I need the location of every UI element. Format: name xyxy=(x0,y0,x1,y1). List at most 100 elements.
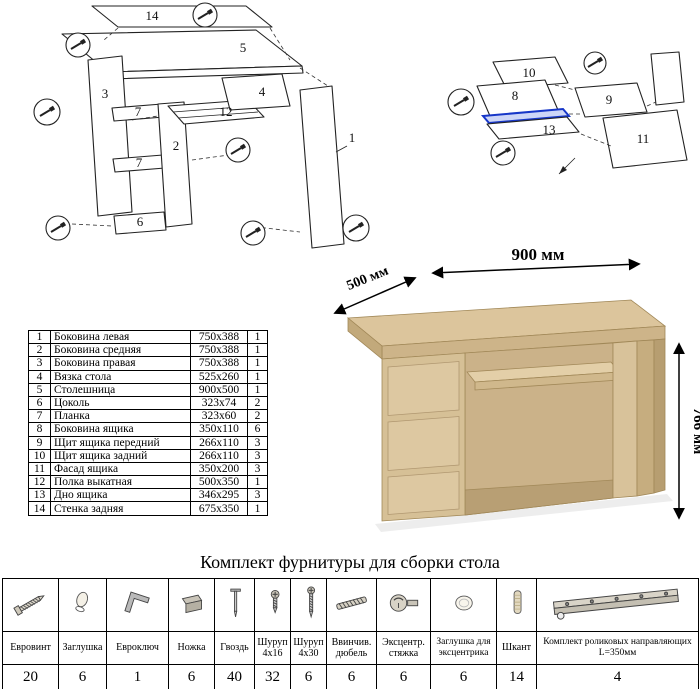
hardware-kit-title: Комплект фурнитуры для сборки стола xyxy=(200,552,500,572)
part-number-label: 6 xyxy=(137,214,144,229)
part-number: 9 xyxy=(28,435,51,450)
drawer-slide-icon xyxy=(536,578,699,632)
hw-item-qty: 6 xyxy=(290,664,327,689)
part-number: 12 xyxy=(28,475,51,490)
part-plinth xyxy=(113,211,167,235)
confirmat-screw-icon xyxy=(2,578,59,632)
desk-right-panel-inner xyxy=(612,340,638,499)
part-name: Стенка задняя xyxy=(50,501,191,516)
hw-item-qty: 1 xyxy=(106,664,169,689)
hw-item-qty: 32 xyxy=(254,664,291,689)
part-number: 7 xyxy=(28,409,51,424)
part-number-label: 4 xyxy=(259,84,266,99)
part-number-label: 14 xyxy=(146,8,160,23)
plug-icon xyxy=(58,578,107,632)
part-size: 750x388 xyxy=(190,329,248,345)
hw-item-qty: 6 xyxy=(326,664,377,689)
part-desk-tie xyxy=(221,73,291,111)
part-size: 350x110 xyxy=(190,422,248,437)
part-name: Полка выкатная xyxy=(50,475,191,490)
hw-item-label: Комплект роликовых направляющих L=350мм xyxy=(536,631,699,665)
part-number-label: 3 xyxy=(102,86,109,101)
dimension-width-label: 900 мм xyxy=(512,246,565,264)
part-number: 5 xyxy=(28,382,51,397)
part-size: 750x388 xyxy=(190,343,248,358)
wooden-dowel-icon xyxy=(496,578,537,632)
part-qty: 6 xyxy=(247,422,268,437)
part-name: Столешница xyxy=(50,382,191,397)
hardware-callout xyxy=(225,137,251,163)
part-drawer-side-2 xyxy=(650,51,685,106)
part-number: 1 xyxy=(28,329,51,345)
hardware-callout xyxy=(33,98,61,126)
desk-render: 900 мм 500 мм 766 мм xyxy=(313,245,700,553)
hw-item-qty: 20 xyxy=(2,664,59,689)
hw-item-label: Заглушка для эксцентрика xyxy=(430,631,497,665)
dowel-screw-icon xyxy=(326,578,377,632)
hw-item-qty: 6 xyxy=(58,664,107,689)
part-number: 10 xyxy=(28,448,51,463)
part-name: Боковина средняя xyxy=(50,343,191,358)
hw-icons-row xyxy=(2,578,699,632)
part-size: 266x110 xyxy=(190,448,248,463)
hw-item-qty: 4 xyxy=(536,664,699,689)
part-back-wall xyxy=(91,5,273,28)
part-drawer-bottom xyxy=(486,116,580,140)
screw-4x30-icon xyxy=(290,578,327,632)
hw-item-qty: 14 xyxy=(496,664,537,689)
dimension-depth-label: 500 мм xyxy=(345,263,391,293)
part-drawer-front xyxy=(574,82,648,118)
desk-body xyxy=(346,299,673,532)
hw-item-label: Ввинчив. дюбель xyxy=(326,631,377,665)
part-name: Боковина левая xyxy=(50,329,191,345)
part-qty: 1 xyxy=(247,343,268,358)
part-qty: 2 xyxy=(247,409,268,424)
part-qty: 3 xyxy=(247,488,268,503)
desk-drawer-front-3 xyxy=(387,471,460,515)
part-side-middle xyxy=(157,101,193,228)
part-size: 346x295 xyxy=(190,488,248,503)
part-qty: 1 xyxy=(247,475,268,490)
nail-icon xyxy=(214,578,255,632)
part-name: Цоколь xyxy=(50,395,191,411)
part-qty: 3 xyxy=(247,461,268,477)
hardware-callout xyxy=(583,51,607,75)
part-number: 11 xyxy=(28,461,51,477)
part-drawer-back xyxy=(492,56,569,89)
hw-item-label: Гвоздь xyxy=(214,631,255,665)
part-size: 266x110 xyxy=(190,435,248,450)
part-number-label: 9 xyxy=(606,92,613,107)
part-size: 750x388 xyxy=(190,356,248,371)
hardware-callout xyxy=(240,220,266,246)
part-size: 900x500 xyxy=(190,382,248,397)
part-qty: 2 xyxy=(247,395,268,411)
part-name: Дно ящика xyxy=(50,488,191,503)
hw-item-label: Ножка xyxy=(168,631,215,665)
hw-item-qty: 40 xyxy=(214,664,255,689)
part-size: 323x74 xyxy=(190,395,248,411)
part-number: 14 xyxy=(28,501,51,516)
dimension-height-label: 766 мм xyxy=(690,408,700,455)
part-number-label: 1 xyxy=(349,130,356,145)
hardware-callout xyxy=(490,140,516,166)
part-size: 323x60 xyxy=(190,409,248,424)
part-qty: 3 xyxy=(247,435,268,450)
part-qty: 1 xyxy=(247,501,268,516)
part-qty: 1 xyxy=(247,369,268,384)
furniture-foot-icon xyxy=(168,578,215,632)
hardware-callout xyxy=(342,214,370,242)
part-qty: 1 xyxy=(247,382,268,397)
